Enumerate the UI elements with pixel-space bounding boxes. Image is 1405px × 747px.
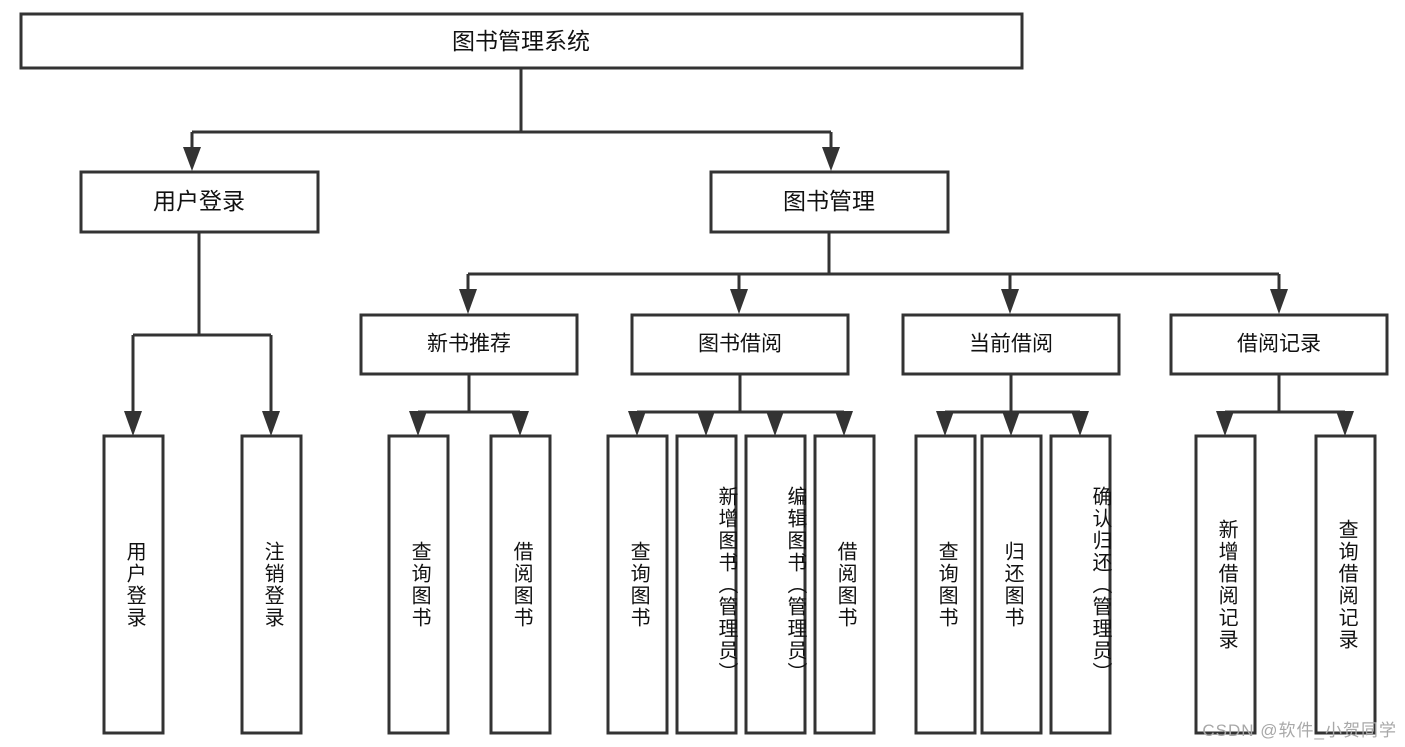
arrow-head-icon xyxy=(822,147,840,171)
node-user-login-label: 用户登录 xyxy=(153,188,245,214)
arrow-head-icon xyxy=(936,411,954,436)
leaf-box-user-login-1[interactable] xyxy=(240,434,303,735)
leaf-box-new-book-0[interactable] xyxy=(387,434,450,735)
arrow-head-icon xyxy=(124,411,142,436)
connector-book-management-to-level3 xyxy=(459,232,1288,314)
node-current-borrow-box xyxy=(901,313,1121,376)
node-borrow-record-label: 借阅记录 xyxy=(1237,333,1321,356)
node-new-book-recommend-label: 新书推荐 xyxy=(427,333,511,356)
leaf-box-new-book-1[interactable] xyxy=(489,434,552,735)
node-book-borrow-label: 图书借阅 xyxy=(698,333,782,356)
node-current-borrow[interactable]: 当前借阅 xyxy=(901,313,1121,376)
leaf-box-book-borrow-1[interactable] xyxy=(675,434,738,735)
arrow-head-icon xyxy=(1001,289,1019,314)
connector-book-borrow-to-leaves xyxy=(628,374,853,436)
arrow-head-icon xyxy=(1336,411,1354,436)
arrow-head-icon xyxy=(1071,411,1089,436)
node-current-borrow-label: 当前借阅 xyxy=(969,333,1053,356)
leaf-box-borrow-record-0[interactable] xyxy=(1194,434,1257,735)
node-root-label: 图书管理系统 xyxy=(452,28,590,54)
arrow-head-icon xyxy=(1216,411,1234,436)
node-book-management-label: 图书管理 xyxy=(783,188,875,214)
connector-root-to-level2 xyxy=(183,68,840,171)
arrow-head-icon xyxy=(409,411,427,436)
node-root-box xyxy=(19,12,1024,70)
arrow-head-icon xyxy=(730,289,748,314)
node-borrow-record[interactable]: 借阅记录 xyxy=(1169,313,1389,376)
connector-user-login-to-leaves xyxy=(124,232,280,436)
arrow-head-icon xyxy=(1002,411,1020,436)
node-book-borrow[interactable]: 图书借阅 xyxy=(630,313,850,376)
watermark-text: CSDN @软件_小贺同学 xyxy=(1202,721,1397,740)
arrow-head-icon xyxy=(1270,289,1288,314)
leaf-box-current-borrow-2[interactable] xyxy=(1049,434,1112,735)
arrow-head-icon xyxy=(697,411,715,436)
arrow-head-icon xyxy=(511,411,529,436)
leaf-box-user-login-0[interactable] xyxy=(102,434,165,735)
leaf-box-current-borrow-0[interactable] xyxy=(914,434,977,735)
node-book-management[interactable]: 图书管理 xyxy=(709,170,950,234)
connector-borrow-record-to-leaves xyxy=(1216,374,1354,436)
connector-current-borrow-to-leaves xyxy=(936,374,1089,436)
leaf-box-current-borrow-1[interactable] xyxy=(980,434,1043,735)
node-user-login[interactable]: 用户登录 xyxy=(79,170,320,234)
leaf-box-borrow-record-1[interactable] xyxy=(1314,434,1377,735)
arrow-head-icon xyxy=(459,289,477,314)
arrow-head-icon xyxy=(628,411,646,436)
leaf-box-book-borrow-0[interactable] xyxy=(606,434,669,735)
node-new-book-recommend[interactable]: 新书推荐 xyxy=(359,313,579,376)
leaf-box-book-borrow-2[interactable] xyxy=(744,434,807,735)
arrow-head-icon xyxy=(183,147,201,171)
connector-new-book-to-leaves xyxy=(409,374,529,436)
arrow-head-icon xyxy=(835,411,853,436)
node-user-login-box xyxy=(79,170,320,234)
leaf-box-book-borrow-3[interactable] xyxy=(813,434,876,735)
node-root[interactable]: 图书管理系统 xyxy=(19,12,1024,70)
arrow-head-icon xyxy=(766,411,784,436)
arrow-head-icon xyxy=(262,411,280,436)
node-new-book-recommend-box xyxy=(359,313,579,376)
